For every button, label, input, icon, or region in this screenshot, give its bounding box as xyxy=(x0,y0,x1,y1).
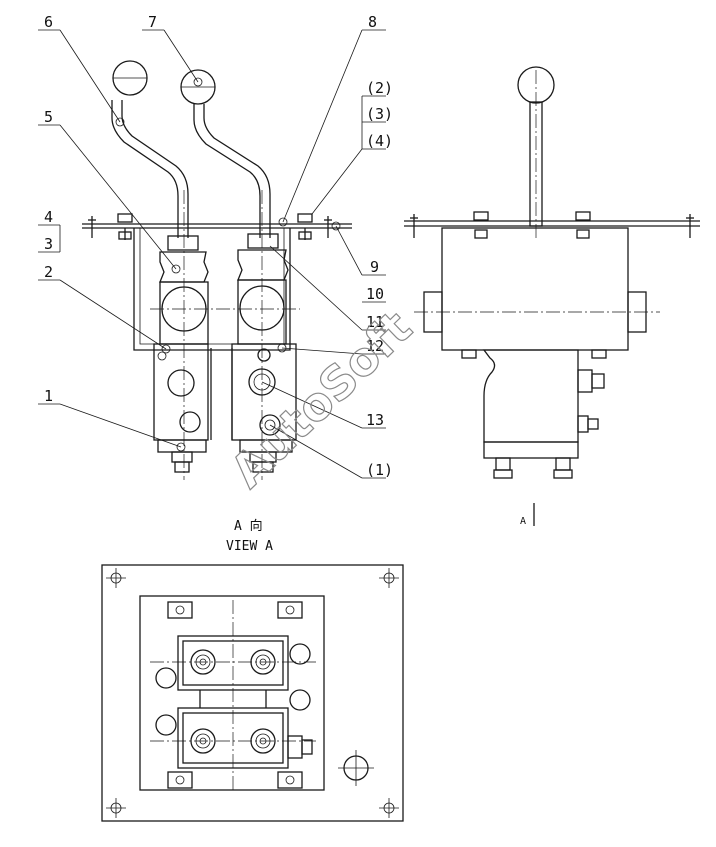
mounting-hole-icon xyxy=(110,572,395,814)
hydraulic-port-icon xyxy=(190,649,313,759)
callout-p1: (1) xyxy=(366,461,393,479)
front-view xyxy=(38,29,386,480)
plate-bolt-icon xyxy=(410,211,694,239)
side-view xyxy=(404,66,700,526)
leader-lines xyxy=(38,29,386,479)
callout-11: 11 xyxy=(366,313,384,331)
callout-4: 4 xyxy=(44,208,53,226)
callout-10: 10 xyxy=(366,285,384,303)
base-plate xyxy=(101,564,404,822)
valve-body-side xyxy=(482,349,579,443)
callout-13: 13 xyxy=(366,411,384,429)
callout-5: 5 xyxy=(44,108,53,126)
housing-upper xyxy=(441,227,629,351)
callout-p4: (4) xyxy=(366,132,393,150)
plate-bolt-icon xyxy=(88,213,332,240)
callout-7: 7 xyxy=(148,13,157,31)
callout-p2: (2) xyxy=(366,79,393,97)
lever-handle-side xyxy=(517,66,555,240)
view-arrow-label: A xyxy=(520,516,526,527)
callout-labels: 6 7 8 5 4 3 2 1 (2) (3) (4) 9 10 11 12 1… xyxy=(44,13,393,479)
callout-p3: (3) xyxy=(366,105,393,123)
callout-2: 2 xyxy=(44,263,53,281)
callout-8: 8 xyxy=(368,13,377,31)
callout-6: 6 xyxy=(44,13,53,31)
lever-handle-left xyxy=(111,60,189,238)
callout-9: 9 xyxy=(370,258,379,276)
lever-handle-right xyxy=(180,69,271,238)
callout-3: 3 xyxy=(44,235,53,253)
callout-12: 12 xyxy=(366,337,384,355)
callout-1: 1 xyxy=(44,387,53,405)
view-a xyxy=(101,564,404,822)
view-label-en: VIEW A xyxy=(226,539,273,554)
view-label-cn: A 向 xyxy=(234,518,263,534)
